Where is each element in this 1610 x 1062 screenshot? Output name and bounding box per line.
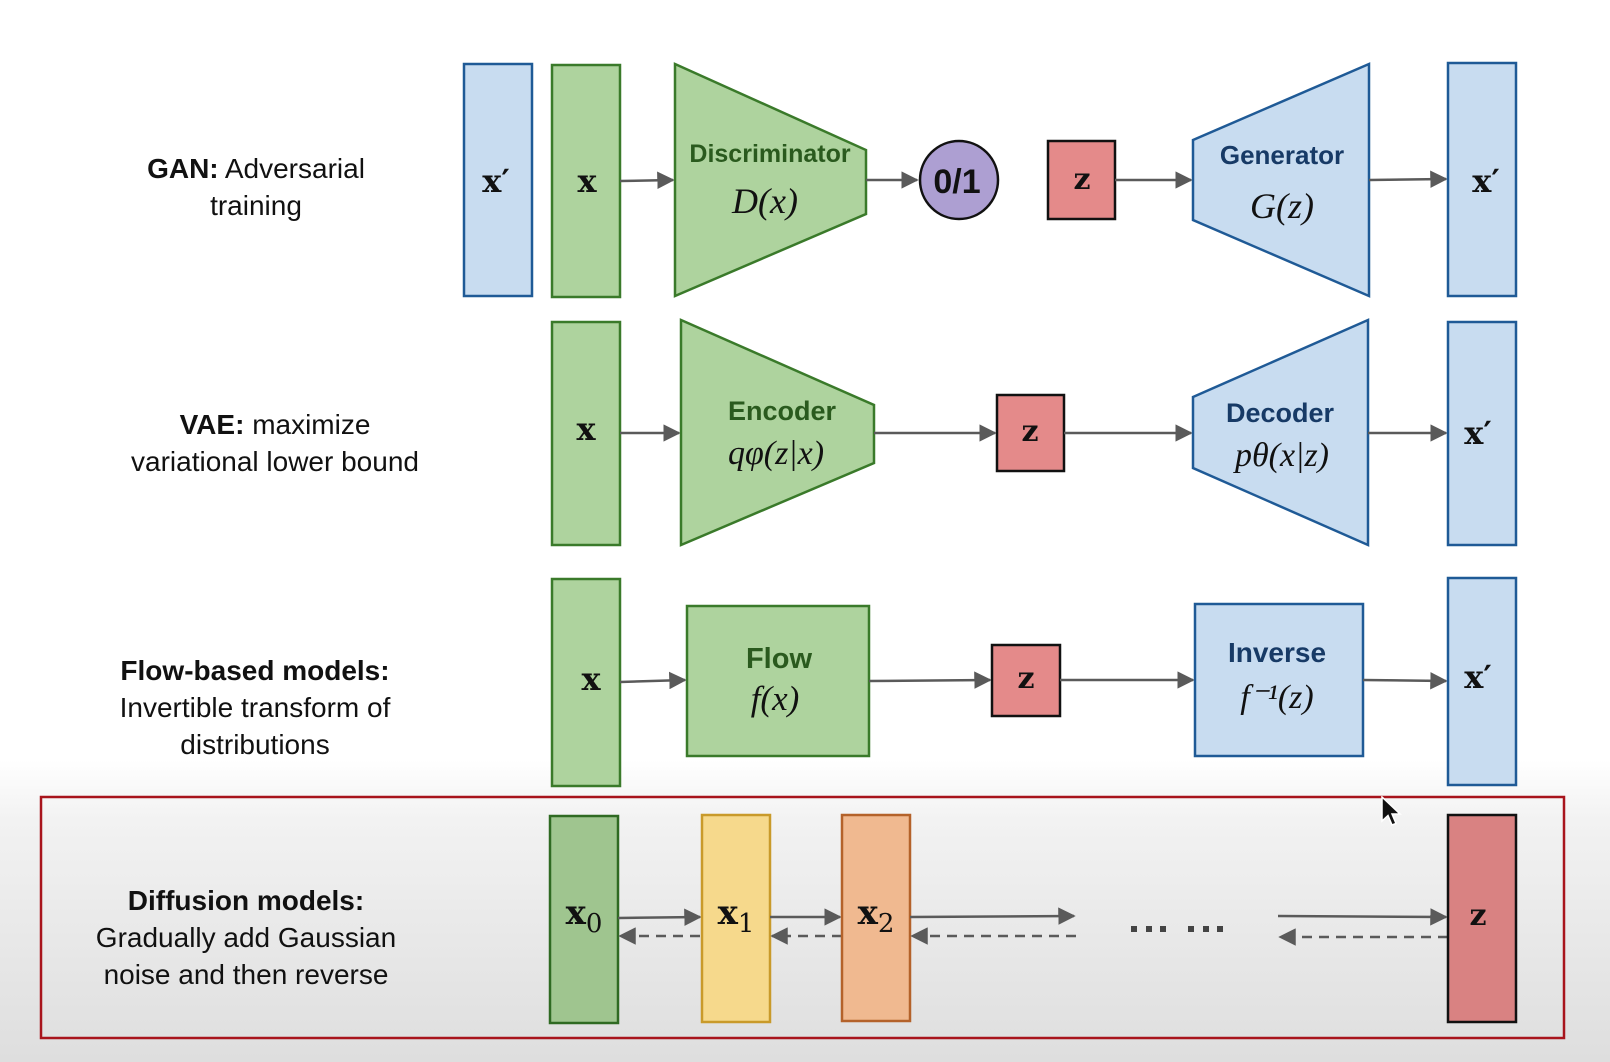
- encoder-formula: qφ(z|x): [728, 435, 824, 472]
- ellipsis-dot: [1131, 926, 1137, 932]
- flow-name: Flow: [746, 643, 812, 675]
- ellipsis-dot: [1203, 926, 1209, 932]
- diffusion-highlight-frame: [39, 795, 1566, 1040]
- gan-arrow-generator-to-output: [1368, 170, 1448, 188]
- x2-subscript: 2: [878, 909, 895, 939]
- gan-row: x′ x Discriminator D(x) 0/1 z Generator …: [462, 61, 1518, 299]
- inverse-formula: f⁻¹(z): [1240, 679, 1313, 716]
- diffusion-x0-box: [548, 814, 620, 1025]
- x0-subscript: 0: [586, 909, 603, 939]
- decoder-formula: pθ(x|z): [1233, 437, 1329, 474]
- diffusion-x1-box: [700, 813, 772, 1024]
- inverse-box: [1193, 602, 1365, 758]
- gan-output-circle: [918, 139, 1000, 221]
- gan-fake-sample-box: [462, 62, 534, 298]
- diffusion-desc-line2: noise and then reverse: [103, 959, 389, 990]
- diffusion-title: Diffusion models:: [127, 885, 365, 916]
- flow-arrow-inverse-to-output: [1362, 672, 1448, 690]
- gan-arrow-x-to-discriminator: [619, 171, 675, 190]
- encoder-name: Encoder: [728, 396, 837, 426]
- flow-arrow-flow-to-latent: [868, 671, 992, 689]
- ellipsis-dot: [1217, 926, 1223, 932]
- inverse-name: Inverse: [1228, 637, 1326, 668]
- discriminator-formula: D(x): [731, 181, 798, 221]
- diffusion-forward-arrow-n-z: [1277, 908, 1448, 926]
- x0-base: x: [566, 893, 587, 933]
- vae-desc-line1: maximize: [252, 409, 371, 440]
- diffusion-latent-text: z: [1469, 898, 1486, 933]
- vae-desc-line2: variational lower bound: [131, 446, 419, 477]
- flow-input-text: x: [581, 660, 601, 698]
- ellipsis-dot: [1146, 926, 1152, 932]
- vae-title: VAE:: [179, 409, 245, 440]
- gan-generated-sample-text: x′: [1472, 162, 1500, 200]
- diffusion-label: Diffusion models: Gradually add Gaussian…: [70, 882, 422, 993]
- diffusion-row: x0 x1 x2 z: [548, 813, 1518, 1025]
- gan-generated-sample-box: [1446, 61, 1518, 298]
- diffusion-ellipsis: [1131, 926, 1223, 932]
- diffusion-forward-arrow-0-1: [617, 908, 702, 926]
- flow-arrow-input-to-flow: [619, 671, 687, 690]
- flow-label: Flow-based models: Invertible transform …: [90, 652, 420, 763]
- flow-input-box: [550, 577, 622, 788]
- discriminator-trapezoid: [673, 62, 868, 298]
- vae-output-box: [1446, 320, 1518, 547]
- flow-row: x Flow f(x) z Inverse f⁻¹(z) x′: [550, 576, 1518, 788]
- gan-latent-text: z: [1073, 162, 1090, 197]
- decoder-name: Decoder: [1226, 398, 1335, 428]
- generator-trapezoid: [1191, 62, 1371, 298]
- flow-output-text: x′: [1464, 658, 1492, 696]
- discriminator-name: Discriminator: [689, 140, 850, 168]
- mouse-cursor-icon: [1381, 796, 1402, 826]
- vae-label: VAE: maximize variational lower bound: [100, 406, 450, 480]
- flow-box: [685, 604, 871, 758]
- gan-fake-sample-text: x′: [482, 162, 510, 200]
- diffusion-x0-text: x0: [566, 893, 603, 939]
- diffusion-x2-text: x2: [858, 893, 895, 939]
- flow-desc-line1: Invertible transform of: [119, 692, 391, 723]
- flow-output-box: [1446, 576, 1518, 787]
- diffusion-forward-arrow-2-n: [909, 907, 1076, 925]
- flow-formula: f(x): [751, 679, 800, 718]
- gan-title: GAN:: [147, 153, 219, 184]
- gan-label: GAN: Adversarial training: [100, 150, 412, 224]
- ellipsis-dot: [1160, 926, 1166, 932]
- flow-title: Flow-based models:: [120, 655, 390, 686]
- ellipsis-dot: [1188, 926, 1194, 932]
- vae-row: x Encoder qφ(z|x) z Decoder pθ(x|z) x′: [550, 318, 1518, 547]
- generator-name: Generator: [1220, 140, 1344, 170]
- vae-latent-text: z: [1021, 414, 1038, 449]
- x1-base: x: [718, 893, 739, 933]
- encoder-trapezoid: [679, 318, 876, 547]
- gan-desc-line1: Adversarial: [224, 153, 365, 184]
- x2-base: x: [858, 893, 879, 933]
- flow-latent-text: z: [1017, 661, 1034, 696]
- vae-output-text: x′: [1464, 414, 1492, 452]
- vae-latent-box: [995, 393, 1066, 473]
- gan-real-sample-text: x: [577, 162, 597, 200]
- gan-real-sample-box: [550, 63, 622, 299]
- generator-formula: G(z): [1250, 186, 1314, 226]
- gan-output-text: 0/1: [933, 163, 980, 201]
- diffusion-x2-box: [840, 813, 912, 1023]
- diffusion-latent-box: [1446, 813, 1518, 1024]
- x1-subscript: 1: [738, 909, 755, 939]
- gan-desc-line2: training: [210, 190, 302, 221]
- vae-input-text: x: [576, 410, 596, 448]
- diffusion-x1-text: x1: [718, 893, 755, 939]
- flow-desc-line2: distributions: [180, 729, 330, 760]
- diffusion-desc-line1: Gradually add Gaussian: [95, 922, 397, 953]
- decoder-trapezoid: [1191, 318, 1370, 547]
